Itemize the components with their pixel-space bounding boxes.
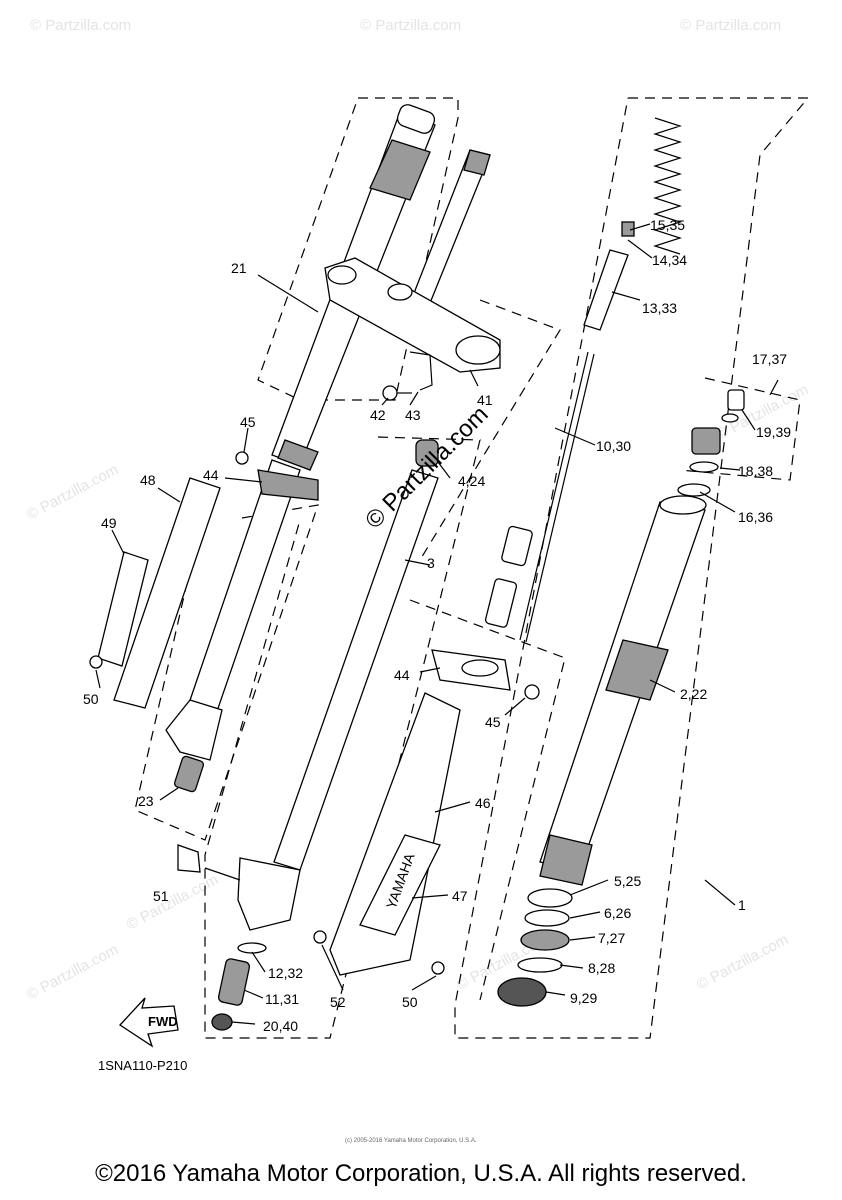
- diagram-code: 1SNA110-P210: [98, 1058, 187, 1073]
- callout-50-right: 50: [402, 994, 418, 1010]
- outer-tube: [539, 495, 707, 886]
- callout-10-30: 10,30: [596, 438, 631, 454]
- watermark-text: © Partzilla.com: [680, 17, 781, 34]
- fork-guard: YAMAHA: [329, 692, 461, 976]
- callout-3: 3: [427, 555, 435, 571]
- callout-48: 48: [140, 472, 156, 488]
- callout-14-34: 14,34: [652, 252, 687, 268]
- callout-labels: 21 15,35 14,34 13,33 17,37 19,39 10,30 1…: [83, 217, 791, 1034]
- fork-spring: [583, 117, 682, 331]
- cap-bolt: [677, 389, 745, 497]
- callout-23: 23: [138, 793, 154, 809]
- left-lower-fork: [97, 459, 319, 793]
- axle-bracket: [89, 451, 445, 1031]
- callout-18-38: 18,38: [738, 463, 773, 479]
- callout-16-36: 16,36: [738, 509, 773, 525]
- callout-19-39: 19,39: [756, 424, 791, 440]
- callout-52: 52: [330, 994, 346, 1010]
- fwd-arrow: FWD: [119, 997, 179, 1048]
- callout-12-32: 12,32: [268, 965, 303, 981]
- watermark-text: © Partzilla.com: [694, 931, 791, 993]
- watermark-text: © Partzilla.com: [24, 941, 121, 1003]
- callout-15-35: 15,35: [650, 217, 685, 233]
- watermark-text: © Partzilla.com: [360, 17, 461, 34]
- callout-7-27: 7,27: [598, 930, 625, 946]
- lower-clamp: [431, 649, 540, 700]
- watermark-text: © Partzilla.com: [30, 17, 131, 34]
- callout-44-upper: 44: [203, 467, 219, 483]
- copyright-footer: ©2016 Yamaha Motor Corporation, U.S.A. A…: [95, 1160, 747, 1187]
- callout-13-33: 13,33: [642, 300, 677, 316]
- fwd-label: FWD: [148, 1014, 178, 1029]
- upper-triple-clamp: [324, 257, 501, 373]
- callout-4-24: 4,24: [458, 473, 485, 489]
- callout-41: 41: [477, 392, 493, 408]
- callout-2-22: 2,22: [680, 686, 707, 702]
- callout-5-25: 5,25: [614, 873, 641, 889]
- assembly-boundaries: [134, 97, 810, 1039]
- watermark-text: © Partzilla.com: [124, 871, 221, 933]
- callout-8-28: 8,28: [588, 960, 615, 976]
- fine-print: (c) 2005-2016 Yamaha Motor Corporation, …: [345, 1138, 477, 1144]
- callout-45-upper: 45: [240, 414, 256, 430]
- callout-1: 1: [738, 897, 746, 913]
- callout-47: 47: [452, 888, 468, 904]
- callout-20-40: 20,40: [263, 1018, 298, 1034]
- callout-17-37: 17,37: [752, 351, 787, 367]
- callout-44-lower: 44: [394, 667, 410, 683]
- callout-9-29: 9,29: [570, 990, 597, 1006]
- callout-51: 51: [153, 888, 169, 904]
- callout-21: 21: [231, 260, 247, 276]
- damper-rod: [484, 351, 595, 643]
- callout-6-26: 6,26: [604, 905, 631, 921]
- callout-42: 42: [370, 407, 386, 423]
- callout-46: 46: [475, 795, 491, 811]
- seal-stack: [497, 888, 573, 1007]
- callout-11-31: 11,31: [265, 991, 299, 1007]
- callout-43: 43: [405, 407, 421, 423]
- callout-49: 49: [101, 515, 117, 531]
- callout-45-lower: 45: [485, 714, 501, 730]
- cable-bracket: [382, 351, 433, 401]
- callout-50-left: 50: [83, 691, 99, 707]
- leader-lines: [95, 223, 779, 1025]
